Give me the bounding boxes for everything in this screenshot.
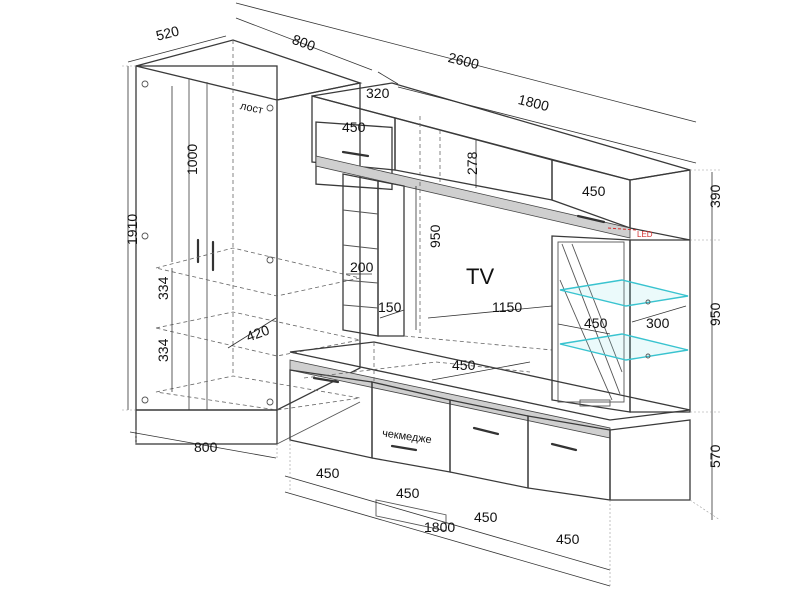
wardrobe <box>135 39 363 445</box>
dim-wardrobe-shelf-2: 334 <box>155 338 171 362</box>
dimension-labels: 520 800 2600 320 1800 450 278 450 390 19… <box>124 22 723 547</box>
tv-section <box>342 173 553 351</box>
dim-upper-left-cabinet: 450 <box>342 119 366 135</box>
dim-base-width: 1800 <box>424 519 455 535</box>
dim-base-drawer-3: 450 <box>474 509 498 525</box>
dim-upper-depth: 320 <box>366 85 390 101</box>
base-unit <box>289 341 691 532</box>
dim-upper-height: 390 <box>707 184 723 208</box>
dim-shelf-depth: 150 <box>378 299 402 315</box>
dim-overall-width: 2600 <box>447 49 481 72</box>
dim-upper-niche-height: 278 <box>464 151 480 175</box>
dim-showcase-depth: 300 <box>646 315 670 331</box>
dim-tv-section-height: 950 <box>427 224 443 248</box>
dim-wardrobe-shelf-1: 334 <box>155 276 171 300</box>
dimension-lines <box>120 2 721 587</box>
dim-base-depth: 450 <box>452 357 476 373</box>
led-label: LED <box>637 230 653 239</box>
dim-upper-right-cabinet: 450 <box>582 183 606 199</box>
dim-base-drawer-4: 450 <box>556 531 580 547</box>
dim-base-drawer-1: 450 <box>316 465 340 481</box>
tv-label: TV <box>466 264 494 289</box>
shelf-label: лост <box>239 100 264 117</box>
dim-showcase-width: 450 <box>584 315 608 331</box>
dim-wardrobe-top-width: 800 <box>290 31 318 54</box>
dim-base-height: 570 <box>707 444 723 468</box>
drawer-label: чекмедже <box>381 427 432 446</box>
dim-wardrobe-upper-section: 1000 <box>184 144 200 175</box>
dim-wardrobe-bottom-width: 800 <box>194 439 218 455</box>
dim-upper-width: 1800 <box>517 91 551 114</box>
dim-wardrobe-depth: 520 <box>154 22 181 43</box>
upper-cabinet <box>311 82 691 241</box>
dim-base-drawer-2: 450 <box>396 485 420 501</box>
dim-showcase-height: 950 <box>707 302 723 326</box>
dim-shelf-width: 200 <box>350 259 374 275</box>
dim-wardrobe-height: 1910 <box>124 214 140 245</box>
dim-wardrobe-inner-depth: 420 <box>244 322 272 345</box>
dim-tv-width: 1150 <box>492 299 522 315</box>
